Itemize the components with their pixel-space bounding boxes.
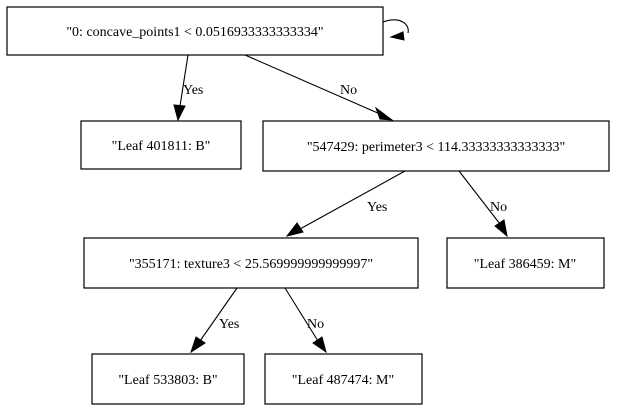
node-split-355171-label: "355171: texture3 < 25.569999999999997"	[129, 257, 373, 272]
node-split-355171: "355171: texture3 < 25.569999999999997"	[83, 237, 419, 289]
edge-root-to-split-547429-arrowhead	[374, 106, 394, 121]
edge-355171-to-leaf-533803-arrowhead	[190, 336, 206, 354]
node-leaf-533803-label: "Leaf 533803: B"	[118, 373, 217, 388]
node-leaf-487474-label: "Leaf 487474: M"	[292, 373, 394, 388]
edge-355171-to-leaf-487474-arrowhead	[312, 336, 327, 354]
edge-label-547429-no: No	[490, 200, 507, 215]
node-leaf-487474: "Leaf 487474: M"	[264, 353, 423, 405]
edge-547429-to-355171-arrowhead	[285, 222, 304, 237]
node-leaf-401811-label: "Leaf 401811: B"	[112, 139, 211, 154]
nodes: "0: concave_points1 < 0.0516933333333334…	[6, 6, 610, 405]
edge-355171-to-leaf-533803	[199, 287, 238, 342]
node-leaf-386459: "Leaf 386459: M"	[446, 237, 605, 289]
edge-547429-to-leaf-386459-arrowhead	[494, 219, 508, 238]
edge-label-355171-yes: Yes	[219, 317, 239, 332]
node-root: "0: concave_points1 < 0.0516933333333334…	[6, 6, 384, 56]
edge-label-root-no: No	[340, 83, 357, 98]
node-split-547429-label: "547429: perimeter3 < 114.33333333333333…	[307, 140, 565, 155]
edge-label-355171-no: No	[307, 317, 324, 332]
edge-547429-to-355171	[299, 170, 406, 230]
node-root-label: "0: concave_points1 < 0.0516933333333334…	[66, 25, 323, 40]
edge-547429-to-leaf-386459	[458, 170, 501, 225]
node-leaf-533803: "Leaf 533803: B"	[91, 353, 245, 405]
edge-root-to-leaf-401811-arrowhead	[173, 104, 186, 122]
node-split-547429: "547429: perimeter3 < 114.33333333333333…	[262, 120, 610, 172]
edge-root-to-leaf-401811	[179, 54, 189, 107]
root-self-loop-edge	[382, 19, 409, 34]
edge-root-to-split-547429	[244, 54, 381, 115]
edges: Yes No Yes No Yes No	[173, 19, 508, 354]
node-leaf-386459-label: "Leaf 386459: M"	[474, 257, 576, 272]
node-leaf-401811: "Leaf 401811: B"	[80, 120, 242, 170]
edge-label-root-yes: Yes	[183, 83, 203, 98]
root-self-loop-arrowhead	[389, 31, 405, 41]
edge-label-547429-yes: Yes	[367, 200, 387, 215]
edge-355171-to-leaf-487474	[284, 287, 319, 342]
